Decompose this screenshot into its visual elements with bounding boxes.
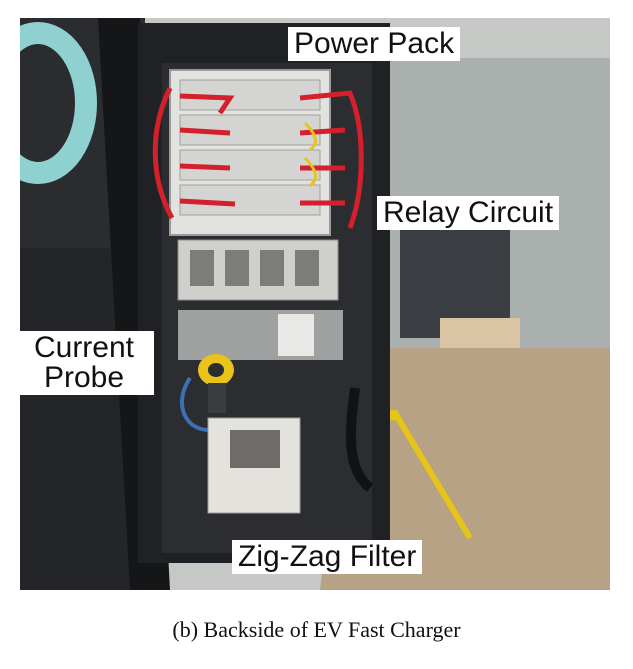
charger-photo — [20, 18, 610, 590]
current-probe-label: Current Probe — [14, 331, 154, 395]
relay-circuit — [177, 239, 339, 301]
breaker — [278, 314, 314, 356]
black-cable — [345, 387, 374, 492]
din-rail — [178, 310, 343, 360]
zigzag-filter-label: Zig-Zag Filter — [232, 540, 423, 574]
power-pack-label: Power Pack — [288, 27, 461, 61]
yellow-wires — [303, 121, 317, 188]
floor — [320, 348, 610, 590]
figure-caption: (b) Backside of EV Fast Charger — [172, 617, 461, 642]
relay-circuit-label: Relay Circuit — [377, 196, 560, 230]
current-probe — [198, 354, 234, 413]
zigzag-filter — [207, 417, 301, 514]
duct-ring — [20, 22, 97, 184]
